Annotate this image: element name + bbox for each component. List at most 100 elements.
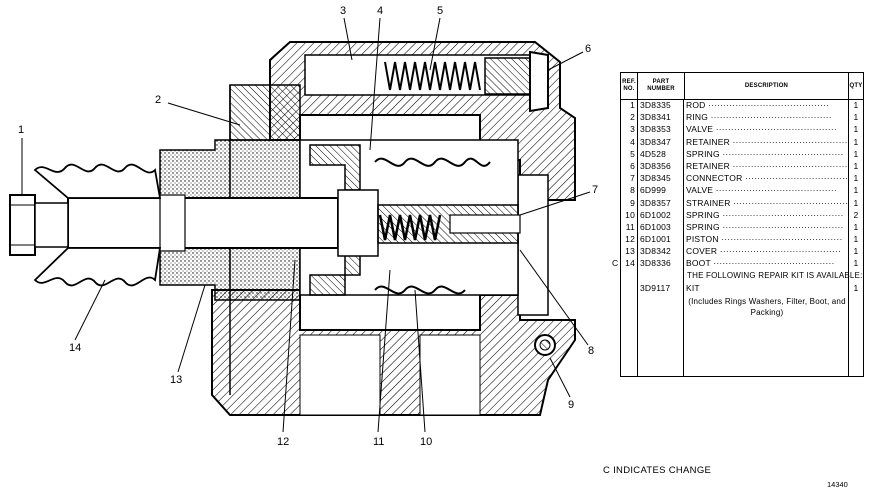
header-ref-no: REF. NO. [621,73,638,99]
kit-part-number: 3D9117 [640,282,671,293]
ref-cell: 7 [630,173,635,184]
part-number-cell: 6D1002 [640,209,671,220]
callout-5: 5 [437,5,443,17]
description-cell: RETAINER ·······························… [686,160,849,171]
callout-7: 7 [592,184,598,196]
part-number-cell: 3D8353 [640,124,671,135]
ref-cell: 2 [630,112,635,123]
callout-9: 9 [568,399,574,411]
ref-cell: 6 [630,160,635,171]
description-cell: CONNECTOR ······························… [686,173,849,184]
ref-cell: 5 [630,148,635,159]
boot-part [33,163,162,287]
part-number-cell: 6D999 [640,185,667,196]
callout-14: 14 [69,342,81,354]
qty-cell: 1 [853,124,859,135]
ref-cell: 10 [625,209,635,220]
repair-kit-notice: THE FOLLOWING REPAIR KIT IS AVAILABLE: [687,270,863,280]
rod-end-nut [9,194,69,256]
ref-cell: 12 [625,234,635,245]
upper-spring-assembly [304,50,549,113]
callout-1: 1 [18,124,24,136]
ref-cell: 11 [625,221,635,232]
callout-labels: 1 2 3 4 5 6 7 8 9 10 11 12 13 14 [18,5,598,448]
callout-3: 3 [340,5,346,17]
callout-10: 10 [420,436,432,448]
part-number-cell: 3D8345 [640,173,671,184]
qty-cell: 1 [853,112,859,123]
qty-cell: 1 [853,173,859,184]
table-row: 2 3D8341 RING ····························… [621,111,863,123]
strainer-plug [534,334,556,356]
ref-cell: 4 [630,136,635,147]
qty-cell: 1 [853,221,859,232]
qty-cell: 1 [853,185,859,196]
header-qty: QTY [849,82,863,89]
description-cell: VALVE ··································… [686,185,837,196]
parts-rows: 1 3D8335 ROD ·····························… [612,99,863,270]
table-row: 14 3D8336 BOOT ···························… [612,257,863,269]
parts-table-body: 1 3D8335 ROD ·····························… [612,99,863,376]
qty-cell: 1 [853,148,859,159]
description-cell: PISTON ·································… [686,234,843,245]
description-cell: VALVE ··································… [686,124,837,135]
description-cell: SPRING ·································… [686,148,844,159]
table-row: 9 3D8357 STRAINER ························… [621,197,863,209]
qty-cell: 1 [853,160,859,171]
part-number-cell: 4D528 [640,148,667,159]
table-row: 5 4D528 SPRING ···························… [621,148,863,160]
kit-description: KIT [686,282,700,293]
ref-cell: 14 [625,258,635,269]
description-cell: RING ···································… [686,112,832,123]
kit-includes-note: (Includes Rings Washers, Filter, Boot, a… [688,296,846,317]
qty-cell: 2 [853,209,859,220]
header-description: DESCRIPTION [685,73,849,99]
qty-cell: 1 [853,197,859,208]
ref-cell: 3 [630,124,635,135]
callout-4: 4 [377,5,383,17]
leader-lines [21,17,591,433]
part-number-cell: 6D1003 [640,221,671,232]
table-row: 4 3D8347 RETAINER ························… [621,136,863,148]
table-row-kit: 3D9117 KIT 1 [621,282,863,294]
ref-cell: 1 [630,100,635,110]
ref-cell: 13 [625,246,635,257]
description-cell: ROD ····································… [686,100,830,110]
change-marker: C [612,258,619,269]
kit-qty: 1 [853,282,859,293]
part-number-cell: 3D8347 [640,136,671,147]
qty-cell: 1 [853,258,859,269]
part-number-cell: 3D8336 [640,258,671,269]
callout-6: 6 [585,43,591,55]
callout-13: 13 [170,374,182,386]
description-cell: STRAINER ·······························… [686,197,849,208]
table-row: 7 3D8345 CONNECTOR ·······················… [621,172,863,184]
qty-cell: 1 [853,100,859,110]
description-cell: BOOT ···································… [686,258,835,269]
table-row: 6 3D8356 RETAINER ························… [621,160,863,172]
table-row: 10 6D1002 SPRING ·························… [621,209,863,221]
callout-8: 8 [588,345,594,357]
table-row: 1 3D8335 ROD ·····························… [621,99,863,111]
description-cell: COVER ··································… [686,246,842,257]
ref-cell: 9 [630,197,635,208]
qty-cell: 1 [853,136,859,147]
part-number-cell: 3D8356 [640,160,671,171]
table-row: 3 3D8353 VALVE ···························… [621,123,863,135]
description-cell: RETAINER ·······························… [686,136,849,147]
qty-cell: 1 [853,246,859,257]
part-number-cell: 3D8341 [640,112,671,123]
description-cell: SPRING ·································… [686,209,844,220]
header-part-number: PART NUMBER [638,73,685,99]
callout-2: 2 [155,94,161,106]
part-number-cell: 3D8335 [640,100,671,110]
callout-11: 11 [373,436,384,448]
parts-table-header: REF. NO. PART NUMBER DESCRIPTION QTY [621,73,863,100]
figure-number: 14340 [827,480,848,489]
change-indicator-note: C INDICATES CHANGE [603,465,712,476]
part-number-cell: 3D8357 [640,197,671,208]
